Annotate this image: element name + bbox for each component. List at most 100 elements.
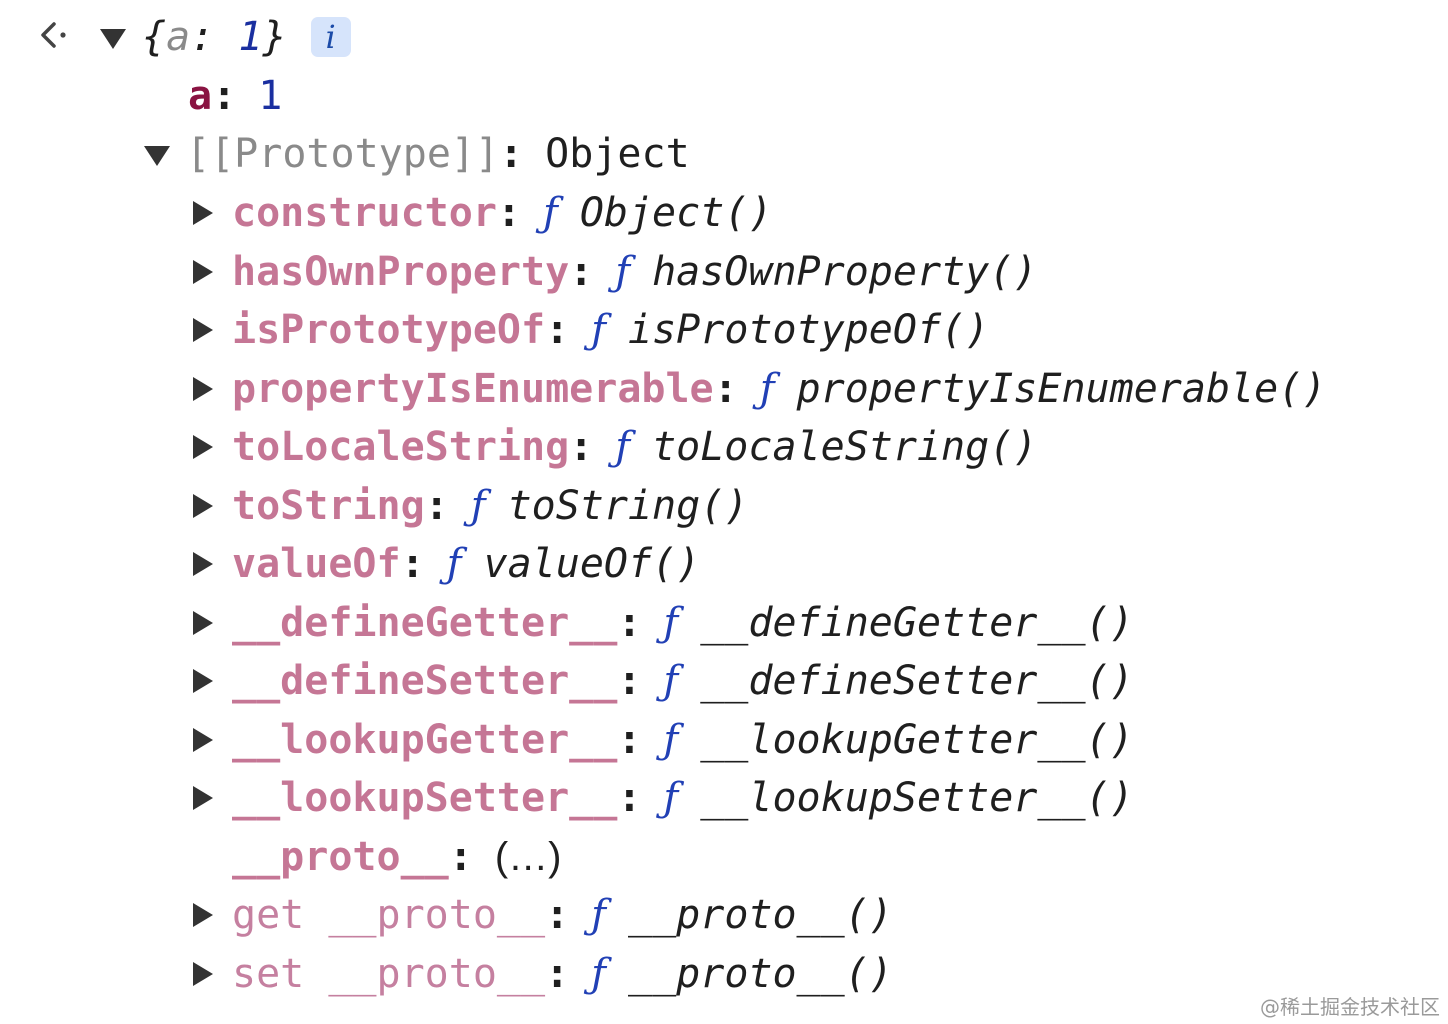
member-colon: :	[713, 366, 738, 412]
member-key: toLocaleString	[232, 424, 570, 470]
collapsed-triangle-icon[interactable]	[188, 198, 218, 228]
function-symbol: ƒ	[663, 600, 679, 646]
member-colon: :	[617, 775, 642, 821]
member-row[interactable]: hasOwnProperty: ƒ hasOwnProperty()	[188, 243, 1037, 301]
invoke-getter-ellipsis[interactable]: (…)	[494, 835, 562, 879]
function-name: isPrototypeOf()	[627, 307, 990, 353]
own-property-row: a:1	[188, 67, 282, 125]
member-row[interactable]: __defineGetter__: ƒ __defineGetter__()	[188, 594, 1134, 652]
preview-key: a	[166, 14, 191, 60]
member-colon: :	[424, 483, 449, 529]
function-name: toString()	[507, 483, 749, 529]
member-colon: :	[617, 717, 642, 763]
property-value: 1	[258, 73, 283, 119]
function-name: hasOwnProperty()	[652, 249, 1038, 295]
member-colon: :	[496, 190, 521, 236]
result-arrow-icon	[38, 18, 72, 52]
collapsed-triangle-icon[interactable]	[188, 549, 218, 579]
collapsed-triangle-icon[interactable]	[188, 315, 218, 345]
member-key: hasOwnProperty	[232, 249, 570, 295]
prototype-label: [[Prototype]]	[186, 131, 500, 177]
member-colon: :	[400, 541, 425, 587]
function-name: __lookupSetter__()	[700, 775, 1134, 821]
collapsed-triangle-icon[interactable]	[188, 491, 218, 521]
function-name: __lookupGetter__()	[700, 717, 1134, 763]
member-key: valueOf	[232, 541, 401, 587]
member-key: constructor	[232, 190, 497, 236]
function-symbol: ƒ	[591, 307, 606, 353]
function-symbol: ƒ	[446, 541, 462, 587]
property-colon: :	[212, 73, 237, 119]
setter-row[interactable]: set __proto__: ƒ __proto__()	[188, 945, 893, 1003]
function-name: toLocaleString()	[652, 424, 1038, 470]
collapsed-triangle-icon[interactable]	[188, 374, 218, 404]
collapsed-triangle-icon[interactable]	[188, 432, 218, 462]
member-row[interactable]: constructor: ƒ Object()	[188, 184, 772, 242]
root-object-row[interactable]: {a: 1} i	[98, 8, 351, 66]
member-key: __lookupSetter__	[232, 775, 618, 821]
function-symbol: ƒ	[591, 951, 606, 997]
function-symbol: ƒ	[470, 483, 486, 529]
function-symbol: ƒ	[663, 775, 679, 821]
member-key: propertyIsEnumerable	[232, 366, 714, 412]
function-name: __proto__()	[627, 892, 893, 938]
member-colon: :	[617, 658, 642, 704]
object-preview[interactable]: {a: 1}	[142, 8, 287, 66]
function-symbol: ƒ	[615, 249, 631, 295]
preview-colon: :	[190, 14, 215, 60]
member-key: __proto__	[232, 834, 449, 880]
function-name: __defineGetter__()	[700, 600, 1134, 646]
member-colon: :	[545, 307, 570, 353]
member-colon: :	[545, 892, 570, 938]
member-row[interactable]: __lookupSetter__: ƒ __lookupSetter__()	[188, 769, 1134, 827]
member-key: __lookupGetter__	[232, 717, 618, 763]
prototype-row[interactable]: [[Prototype]]: Object	[142, 125, 690, 183]
property-key: a	[188, 73, 213, 119]
function-symbol: ƒ	[663, 717, 679, 763]
function-symbol: ƒ	[543, 190, 558, 236]
function-symbol: ƒ	[615, 424, 631, 470]
member-row[interactable]: toString: ƒ toString()	[188, 477, 748, 535]
function-symbol: ƒ	[759, 366, 775, 412]
collapsed-triangle-icon[interactable]	[188, 608, 218, 638]
preview-value: 1	[238, 14, 263, 60]
getter-row[interactable]: get __proto__:ƒ__proto__()	[188, 886, 893, 944]
member-row[interactable]: valueOf: ƒ valueOf()	[188, 535, 700, 593]
function-symbol: ƒ	[663, 658, 679, 704]
member-colon: :	[569, 249, 594, 295]
member-row[interactable]: __defineSetter__: ƒ __defineSetter__()	[188, 652, 1134, 710]
function-name: __proto__()	[627, 951, 893, 997]
collapsed-triangle-icon[interactable]	[188, 666, 218, 696]
preview-brace-open: {	[142, 14, 167, 60]
member-key: isPrototypeOf	[232, 307, 546, 353]
collapsed-triangle-icon[interactable]	[188, 725, 218, 755]
member-row[interactable]: isPrototypeOf: ƒ isPrototypeOf()	[188, 301, 989, 359]
member-key: __defineSetter__	[232, 658, 618, 704]
member-colon: :	[569, 424, 594, 470]
member-colon: :	[545, 951, 570, 997]
collapsed-triangle-icon[interactable]	[188, 257, 218, 287]
member-colon: :	[617, 600, 642, 646]
collapsed-triangle-icon[interactable]	[188, 900, 218, 930]
prototype-value: Object	[545, 131, 690, 177]
watermark: @稀土掘金技术社区	[1260, 995, 1440, 1019]
function-symbol: ƒ	[591, 892, 606, 938]
member-key: __defineGetter__	[232, 600, 618, 646]
accessor-key: set __proto__	[232, 951, 546, 997]
proto-accessor-row[interactable]: __proto__: (…)	[188, 828, 561, 886]
function-name: Object()	[579, 190, 773, 236]
info-badge[interactable]: i	[310, 17, 351, 57]
member-row[interactable]: __lookupGetter__: ƒ __lookupGetter__()	[188, 711, 1134, 769]
member-row[interactable]: toLocaleString: ƒ toLocaleString()	[188, 418, 1037, 476]
collapsed-triangle-icon[interactable]	[188, 959, 218, 989]
member-colon: :	[448, 834, 473, 880]
member-key: toString	[232, 483, 425, 529]
expanded-triangle-icon[interactable]	[98, 22, 128, 52]
collapsed-triangle-icon[interactable]	[188, 783, 218, 813]
function-name: __defineSetter__()	[700, 658, 1134, 704]
prototype-colon: :	[499, 131, 524, 177]
expanded-triangle-icon[interactable]	[142, 139, 172, 169]
function-name: valueOf()	[483, 541, 701, 587]
